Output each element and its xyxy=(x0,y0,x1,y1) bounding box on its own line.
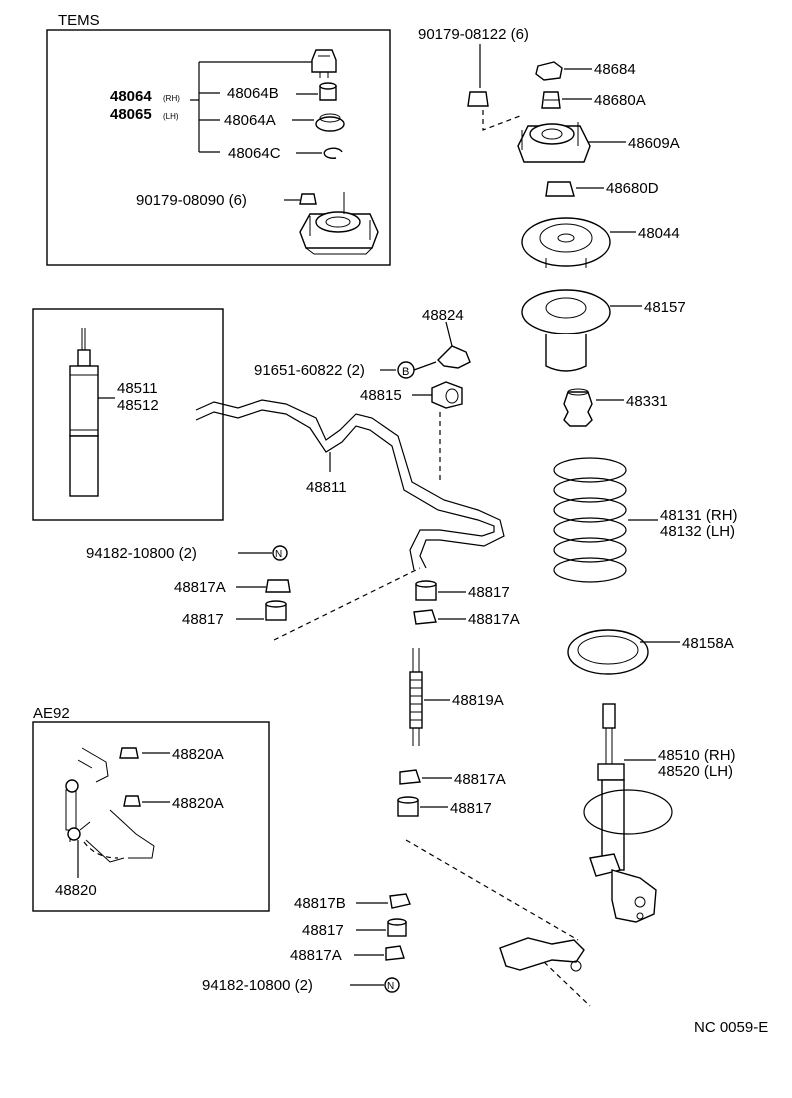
mid-cushion-a-shape xyxy=(399,769,421,785)
mount-retainer: 48680A xyxy=(594,92,646,109)
tems-actuator-part xyxy=(311,49,337,78)
ae92-bushing-1: 48820A xyxy=(172,746,224,763)
ae92-link-assembly xyxy=(65,747,155,863)
strut-shape xyxy=(583,703,673,923)
tems-title: TEMS xyxy=(58,12,100,29)
tems-assembly-lh: 48065 xyxy=(110,106,152,123)
stab-low-cushion-a: 48817A xyxy=(290,947,342,964)
tems-part-c: 48064C xyxy=(228,145,281,162)
low-cushion-a-shape xyxy=(385,945,405,961)
link-rod-shape xyxy=(409,648,423,746)
mid-link-dash xyxy=(405,839,579,941)
footer-code: NC 0059-E xyxy=(694,1019,768,1036)
ae92-bushing-1-shape xyxy=(119,747,139,759)
mount-nut-shape xyxy=(467,91,489,107)
left-link-dash xyxy=(273,567,421,641)
mount-support: 48609A xyxy=(628,135,680,152)
stab-low-cushion: 48817 xyxy=(302,922,344,939)
coil-spring-shape xyxy=(553,457,627,583)
mid-cushion-shape xyxy=(397,796,419,817)
shock-box-frame xyxy=(32,308,224,521)
stab-low-cushion-b: 48817B xyxy=(294,895,346,912)
stab-bracket: 48824 xyxy=(422,307,464,324)
tems-part-b: 48064B xyxy=(227,85,279,102)
stab-bolt: 91651-60822 (2) xyxy=(254,362,365,379)
cushion-right-shape xyxy=(415,580,437,601)
spring-lh: 48132 (LH) xyxy=(660,523,735,540)
shock-box: 48511 48512 xyxy=(32,308,224,521)
stab-cushion-right-a: 48817A xyxy=(468,611,520,628)
stab-mid-cushion-a: 48817A xyxy=(454,771,506,788)
nut-top-symbol: N xyxy=(275,549,282,560)
shock-part-2: 48512 xyxy=(117,397,159,414)
shock-cartridge xyxy=(69,328,99,497)
stab-nut-bottom: 94182-10800 (2) xyxy=(202,977,313,994)
strut-mount-stack: 90179-08122 (6) 48684 48680A 48609A 4868… xyxy=(418,26,680,268)
tems-bracket xyxy=(190,61,312,153)
cushion-left-a-shape xyxy=(265,579,291,593)
mount-nut-dash xyxy=(482,110,521,131)
stab-bar: 48811 xyxy=(306,479,347,496)
ae92-title: AE92 xyxy=(33,705,70,722)
spring-dust-cover: 48157 xyxy=(644,299,686,316)
low-cushion-b-shape xyxy=(389,893,411,909)
seat-shape xyxy=(521,217,611,268)
lower-bracket-shape xyxy=(499,937,591,1007)
tems-part-a: 48064A xyxy=(224,112,276,129)
mount-cap: 48684 xyxy=(594,61,636,78)
shock-part-1: 48511 xyxy=(117,380,158,397)
mount-seat: 48044 xyxy=(638,225,680,242)
retainer-shape xyxy=(541,91,561,109)
stab-cushion-left: 48817 xyxy=(182,611,224,628)
tems-part-b-shape xyxy=(319,82,337,101)
bearing-shape xyxy=(545,181,575,197)
tems-part-a-shape xyxy=(315,113,345,132)
tems-strut-mount xyxy=(299,192,379,255)
stab-link-rod: 48819A xyxy=(452,692,504,709)
strut-rh: 48510 (RH) xyxy=(658,747,736,764)
stab-mid-cushion: 48817 xyxy=(450,800,492,817)
low-cushion-shape xyxy=(387,918,407,937)
nut-top-symbol-circle xyxy=(272,545,288,561)
spring-bumper: 48331 xyxy=(626,393,668,410)
ae92-bushing-2-shape xyxy=(123,795,141,807)
tems-box: TEMS 48064 (RH) 48065 (LH) 48064B 48064A… xyxy=(46,12,391,266)
tems-assembly-rh-side: (RH) xyxy=(163,94,180,103)
cap-shape xyxy=(535,61,563,81)
dust-cover-shape xyxy=(521,289,611,372)
tems-assembly-lh-side: (LH) xyxy=(163,112,179,121)
nut-bottom-symbol: N xyxy=(387,981,394,992)
stab-cushion-left-a: 48817A xyxy=(174,579,226,596)
ae92-bushing-2: 48820A xyxy=(172,795,224,812)
spring-side: 48157 48331 48131 (RH) 48132 (LH) 48158A xyxy=(499,289,738,1007)
insulator-shape xyxy=(567,629,649,675)
bolt-symbol: B xyxy=(402,366,409,378)
bracket-shape xyxy=(437,345,471,369)
support-shape xyxy=(517,122,591,163)
stabilizer-group: 48824 91651-60822 (2) B 48815 48811 9418… xyxy=(86,307,579,994)
mount-bearing: 48680D xyxy=(606,180,659,197)
bushing-shape xyxy=(431,381,463,409)
tems-box-frame xyxy=(46,29,391,266)
tems-nut-label: 90179-08090 (6) xyxy=(136,192,247,209)
stab-bushing: 48815 xyxy=(360,387,402,404)
nut-bottom-symbol-circle xyxy=(384,977,400,993)
stab-cushion-right: 48817 xyxy=(468,584,510,601)
stab-nut-top: 94182-10800 (2) xyxy=(86,545,197,562)
tems-nut-shape xyxy=(299,193,317,205)
ae92-link: 48820 xyxy=(55,882,97,899)
spring-rh: 48131 (RH) xyxy=(660,507,738,524)
ae92-box: AE92 48820A 48820A 48820 xyxy=(32,705,270,912)
mount-nut-label: 90179-08122 (6) xyxy=(418,26,529,43)
bumper-shape xyxy=(563,388,593,427)
cushion-left-shape xyxy=(265,600,287,621)
strut-lh: 48520 (LH) xyxy=(658,763,733,780)
tems-snap-ring xyxy=(323,147,343,159)
cushion-right-a-shape xyxy=(413,609,437,625)
spring-insulator: 48158A xyxy=(682,635,734,652)
tems-assembly-rh: 48064 xyxy=(110,88,152,105)
stabilizer-bar xyxy=(195,399,505,571)
ae92-box-frame xyxy=(32,721,270,912)
